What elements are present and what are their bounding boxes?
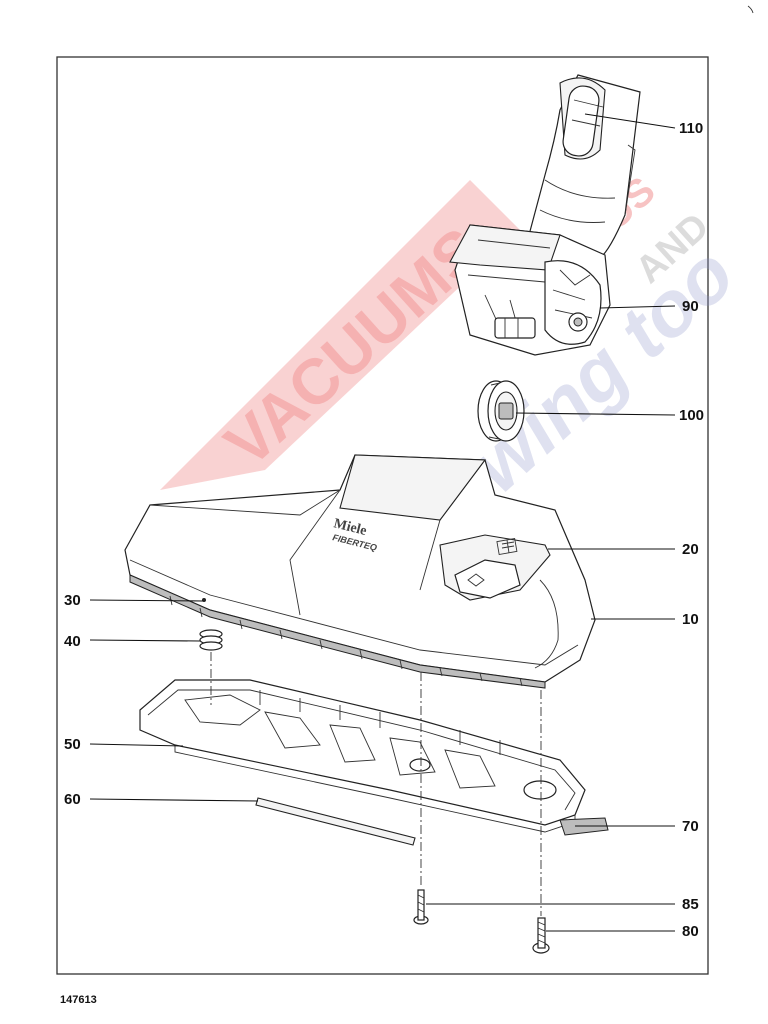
callout-labels: 110 90 100 20 10 30 40 50 60 70 85 80: [64, 120, 704, 940]
leader-lines: [89, 113, 676, 932]
part-10-nozzle-body: Miele FIBERTEQ: [124, 454, 596, 689]
part-100-wheel: [477, 380, 525, 442]
callout-40: 40: [64, 633, 81, 650]
part-60-rod: [255, 797, 416, 846]
callout-10: 10: [682, 611, 699, 628]
callout-60: 60: [64, 791, 81, 808]
part-110-swivel-neck: [524, 74, 641, 259]
callout-20: 20: [682, 541, 699, 558]
part-50-base-plate: [139, 679, 586, 833]
corner-mark: [747, 5, 754, 14]
watermark-word-vacuums: VACUUMS: [211, 214, 496, 481]
watermark-red-chevron: [160, 180, 520, 490]
callout-30: 30: [64, 592, 81, 609]
callout-50: 50: [64, 736, 81, 753]
drawing-number: 147613: [60, 994, 97, 1006]
part-40-spring: [199, 629, 223, 651]
callout-80: 80: [682, 923, 699, 940]
part-90-joint-housing: [449, 224, 611, 356]
callout-85: 85: [682, 896, 699, 913]
part-20-pedal: [439, 534, 551, 601]
part-85-screw: [413, 889, 429, 925]
callout-90: 90: [682, 298, 699, 315]
callout-70: 70: [682, 818, 699, 835]
callout-100: 100: [679, 407, 704, 424]
part-80-screw: [532, 917, 550, 954]
drawing-frame: [56, 56, 709, 975]
assembly-axis-lines: [210, 652, 542, 916]
callout-110: 110: [679, 120, 703, 137]
